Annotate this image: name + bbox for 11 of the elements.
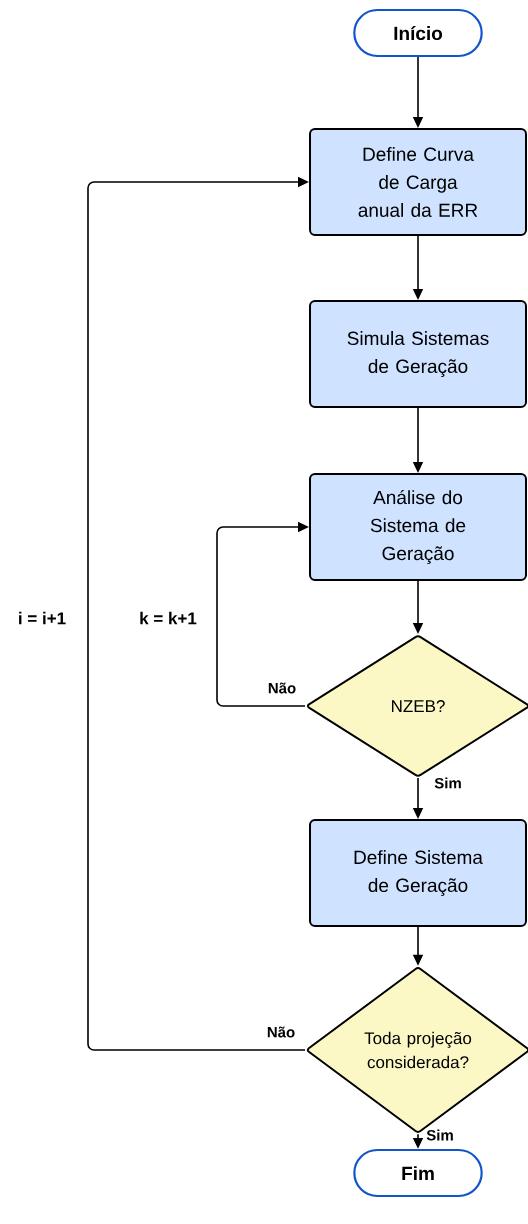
process-box: Análise do Sistema de Geração	[309, 473, 527, 581]
process-box: Define Curva de Carga anual da ERR	[309, 128, 527, 236]
process-box: Simula Sistemas de Geração	[309, 300, 527, 408]
terminal: Fim	[353, 1148, 483, 1198]
edge-label: Sim	[433, 776, 463, 790]
terminal: Início	[353, 8, 483, 58]
process-box: Define Sistema de Geração	[309, 819, 527, 927]
counter-label: i = i+1	[19, 611, 66, 625]
counter-label: k = k+1	[140, 611, 197, 625]
edge-label: Não	[265, 1025, 297, 1039]
edge-label: Não	[266, 681, 298, 695]
